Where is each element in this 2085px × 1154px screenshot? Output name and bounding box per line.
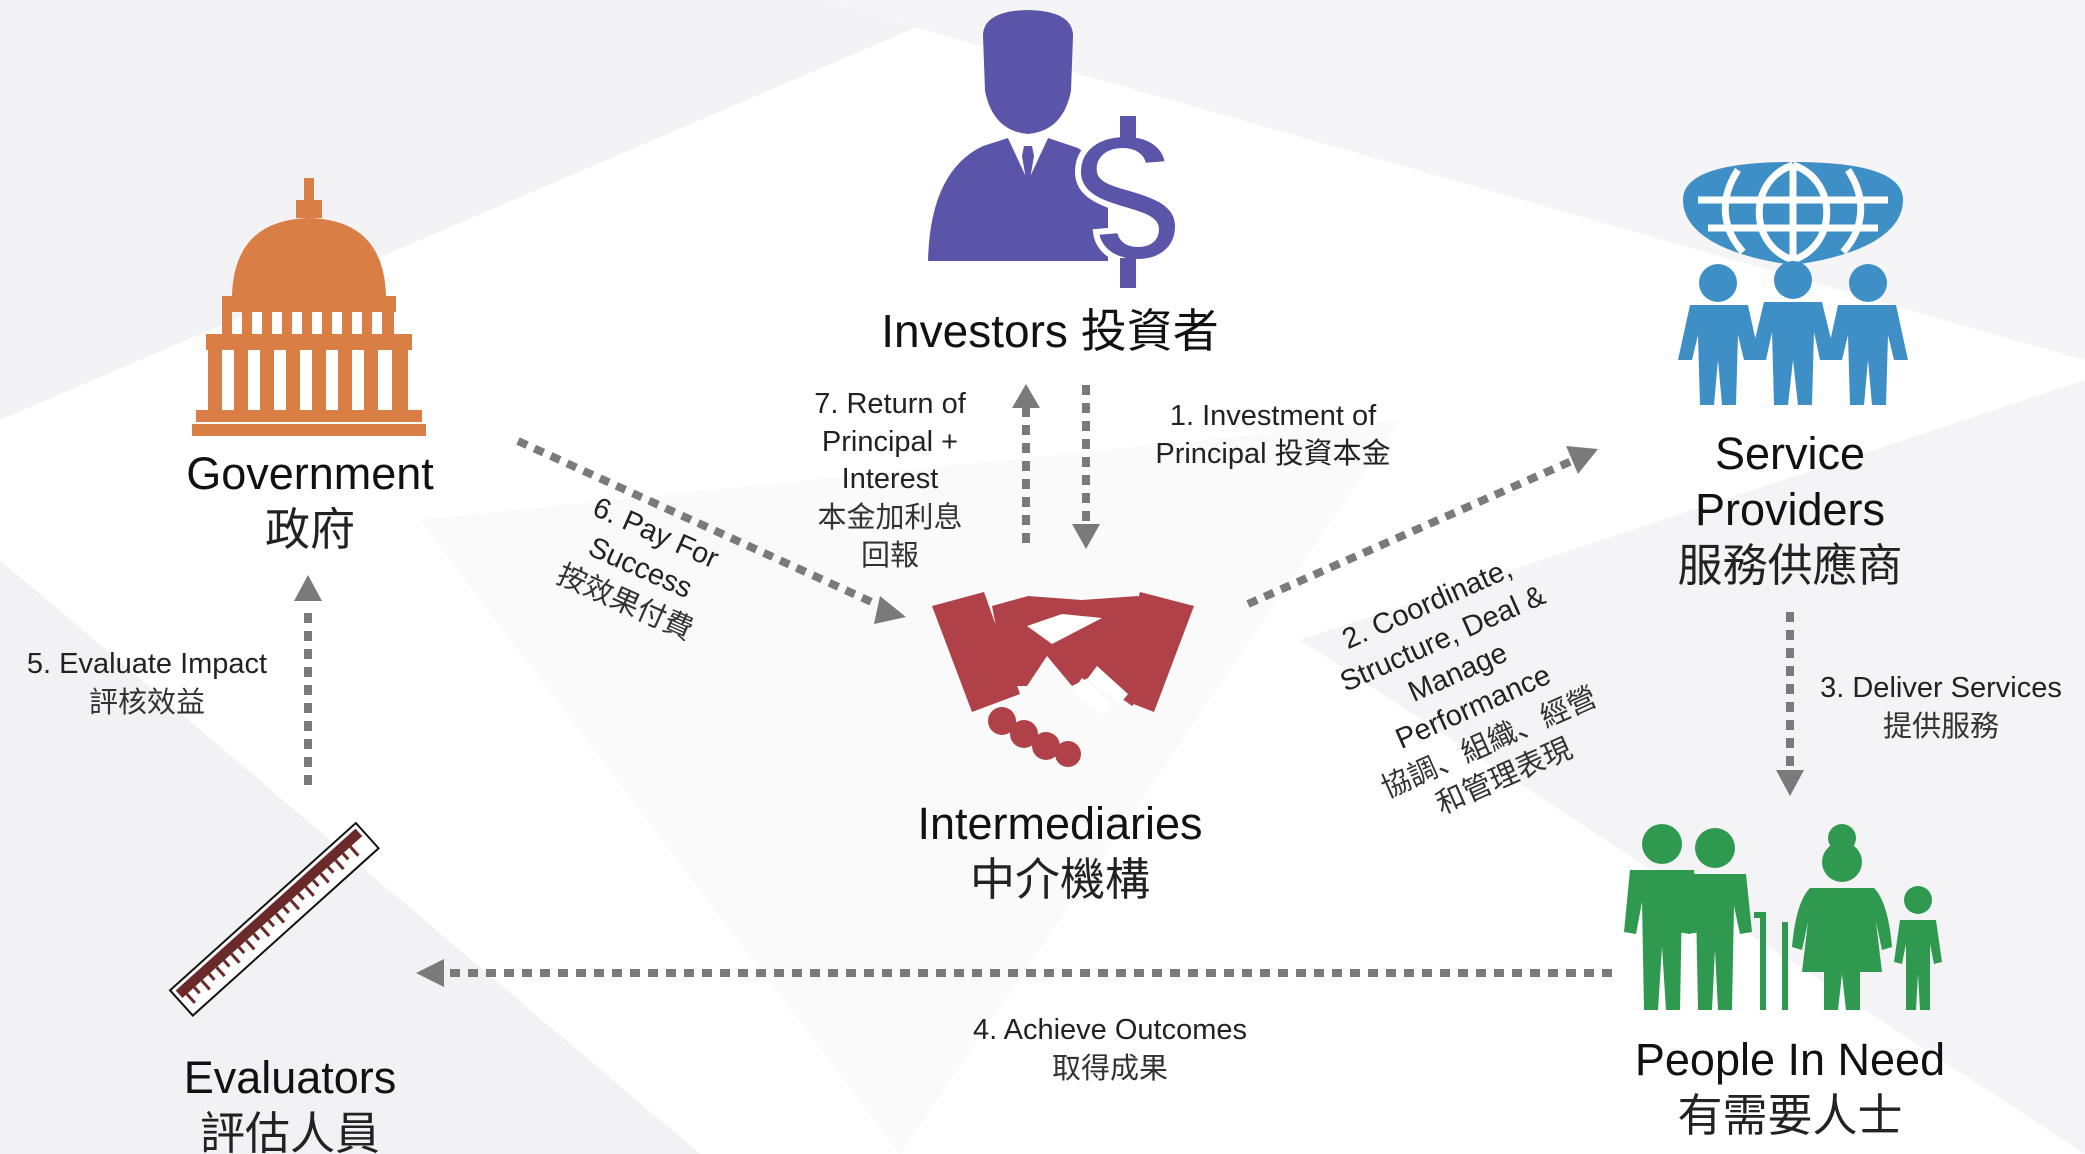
step4-label: 4. Achieve Outcomes 取得成果 (950, 1012, 1270, 1087)
globe-people-icon (1678, 161, 1908, 405)
ruler-icon (168, 821, 381, 1017)
evaluators-cn: 評估人員 (199, 1106, 380, 1154)
service-providers-cn: 服務供應商 (1677, 538, 1903, 592)
step5-en: 5. Evaluate Impact (26, 648, 268, 680)
step7-cn2: 回報 (860, 537, 919, 572)
service-providers-en-2: Providers (1694, 483, 1886, 535)
arrowhead-step4 (416, 959, 444, 987)
intermediaries-label: Intermediaries 中介機構 (880, 796, 1240, 908)
arrow-step2-coordinate (1246, 456, 1576, 608)
step1-line1: 1. Investment of (1169, 400, 1377, 432)
step3-label: 3. Deliver Services 提供服務 (1806, 670, 2076, 745)
service-providers-en-1: Service (1714, 428, 1866, 479)
arrowhead-step3 (1776, 770, 1804, 796)
evaluators-label: Evaluators 評估人員 (140, 1050, 440, 1154)
handshake-icon (932, 592, 1194, 767)
government-cn: 政府 (264, 502, 355, 556)
step5-label: 5. Evaluate Impact 評核效益 (6, 646, 288, 721)
step7-line2: Principal + (821, 425, 959, 458)
investors-label: Investors 投資者 (820, 303, 1280, 360)
investors-cn: 投資者 (1080, 304, 1219, 358)
step1-label: 1. Investment of Principal 投資本金 (1128, 398, 1418, 473)
step7-label: 7. Return of Principal + Interest 本金加利息 … (770, 386, 1010, 574)
arrowhead-step6 (874, 596, 906, 624)
step4-cn: 取得成果 (1051, 1050, 1168, 1085)
service-providers-label: Service Providers 服務供應商 (1640, 426, 1940, 593)
step7-line1: 7. Return of (814, 388, 966, 420)
government-label: Government 政府 (150, 446, 470, 558)
arrow-step6-pay (516, 437, 878, 608)
intermediaries-cn: 中介機構 (969, 852, 1150, 906)
arrowhead-step2 (1566, 446, 1598, 474)
arrowhead-step7 (1012, 384, 1040, 408)
step1-line2: Principal 投資本金 (1155, 437, 1391, 470)
arrowhead-step5 (294, 575, 322, 601)
step3-en: 3. Deliver Services (1820, 672, 2062, 704)
people-in-need-cn: 有需要人士 (1677, 1088, 1903, 1142)
investors-en: Investors (881, 305, 1068, 357)
step7-cn1: 本金加利息 (817, 500, 963, 535)
step5-cn: 評核效益 (88, 684, 205, 719)
people-in-need-label: People In Need 有需要人士 (1600, 1032, 1980, 1144)
family-icon (1624, 824, 1942, 1010)
intermediaries-en: Intermediaries (917, 798, 1203, 849)
investor-dollar-icon (928, 10, 1182, 288)
step4-en: 4. Achieve Outcomes (972, 1014, 1248, 1046)
arrowhead-step1 (1072, 524, 1100, 549)
evaluators-en: Evaluators (183, 1052, 397, 1103)
step3-cn: 提供服務 (1882, 708, 1999, 743)
capitol-building-icon (192, 178, 426, 436)
government-en: Government (186, 448, 434, 499)
step7-line3: Interest (841, 463, 939, 496)
people-in-need-en: People In Need (1634, 1034, 1946, 1085)
